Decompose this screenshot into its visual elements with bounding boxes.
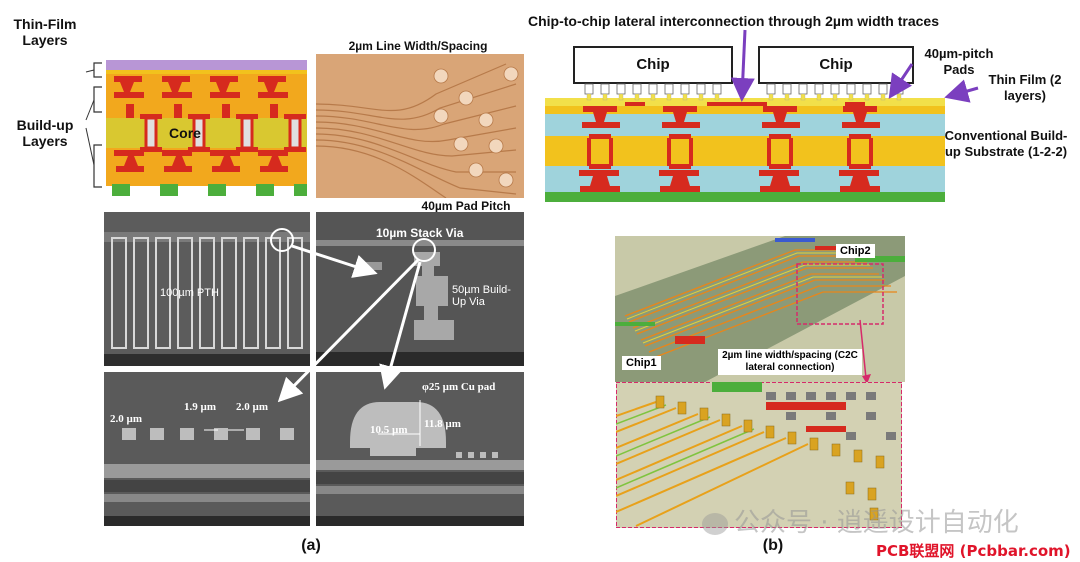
meas-105: 10.5 µm xyxy=(370,424,408,436)
render-zoom xyxy=(616,382,902,528)
sem-pth xyxy=(104,212,310,366)
meas-2a: 2.0 µm xyxy=(110,413,143,425)
chip-left: Chip xyxy=(573,46,733,84)
chip2-label: Chip2 xyxy=(836,244,875,258)
c2c-note: 2µm line width/spacing (C2C lateral conn… xyxy=(718,349,862,375)
c2c-title: Chip-to-chip lateral interconnection thr… xyxy=(528,13,939,29)
watermark-cn: 公众号 · 逍遥设计自动化 xyxy=(702,502,1019,539)
wechat-icon xyxy=(702,512,728,535)
line-spacing-photo xyxy=(316,54,524,198)
stack-via-label: 10µm Stack Via xyxy=(376,226,464,240)
watermark-site: PCB联盟网 (Pcbbar.com) xyxy=(876,542,1071,560)
cross-section-b xyxy=(545,83,945,202)
substrate-label: Conventional Build-up Substrate (1-2-2) xyxy=(944,128,1068,159)
meas-118: 11.8 µm xyxy=(424,418,461,430)
chip1-label: Chip1 xyxy=(622,356,661,370)
line-width-label: 2µm Line Width/Spacing xyxy=(348,39,488,53)
meas-2b: 2.0 µm xyxy=(236,401,269,413)
cu-pad-label: φ25 µm Cu pad xyxy=(422,381,496,393)
build-up-label: Build-up Layers xyxy=(16,117,74,149)
sem-stack-via xyxy=(316,212,524,366)
zoom-arrow xyxy=(859,319,871,384)
pth-label: 100µm PTH xyxy=(160,287,219,299)
thin-film-label: Thin-Film Layers xyxy=(13,16,77,48)
thin-film-b-label: Thin Film (2 layers) xyxy=(988,72,1062,103)
chip-right: Chip xyxy=(758,46,914,84)
pad-pitch-label: 40µm Pad Pitch xyxy=(421,199,511,213)
meas-19: 1.9 µm xyxy=(184,401,217,413)
caption-b: (b) xyxy=(762,537,784,554)
build-up-via-label: 50µm Build-Up Via xyxy=(452,284,511,308)
sem-cu-pad xyxy=(316,372,524,526)
sem-lines xyxy=(104,372,310,526)
purple-arrows xyxy=(730,29,979,103)
render-top xyxy=(615,236,905,382)
pads-label: 40µm-pitch Pads xyxy=(924,46,994,77)
callout-arrows xyxy=(277,255,403,403)
brackets xyxy=(85,62,102,188)
core-label: Core xyxy=(169,125,201,141)
caption-a: (a) xyxy=(301,537,321,554)
cross-section-a xyxy=(106,58,307,198)
